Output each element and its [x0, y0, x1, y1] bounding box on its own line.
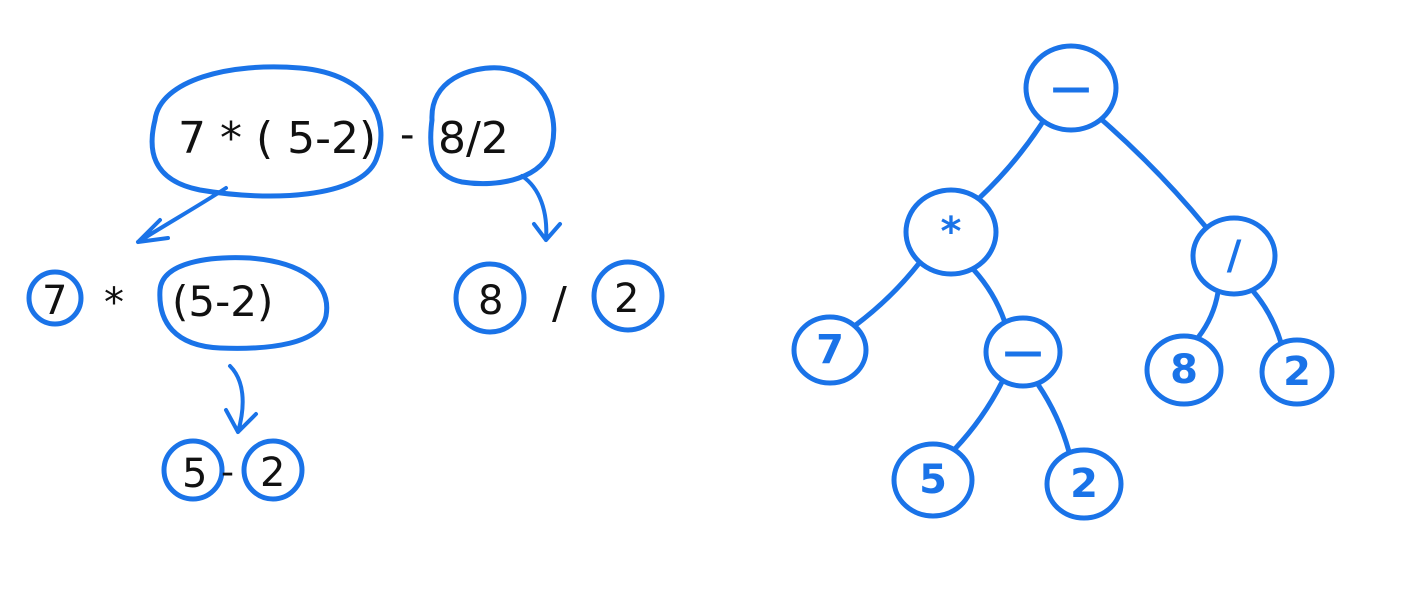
- operand-2-inner: 2: [260, 450, 285, 496]
- tree-node-eight-outline: [1144, 333, 1224, 407]
- tree-node-five: 5: [891, 441, 975, 519]
- tree-edges: [852, 117, 1284, 454]
- tree-node-two-right-label: 2: [1283, 349, 1311, 395]
- operand-paren-group: (5-2): [172, 277, 273, 326]
- operand-7-outline: [26, 269, 84, 327]
- decomposition-diagram: 7 * ( 5-2) - 8/2 7 * (5-2) 8 / 2: [26, 64, 665, 502]
- tree-node-mul-outline: [903, 187, 999, 277]
- tree-edge-div-two-right: [1250, 288, 1284, 345]
- tree-node-minus-label: —: [1003, 329, 1043, 375]
- tree-edge-root-mul: [976, 119, 1046, 201]
- tree-node-eight: 8: [1144, 333, 1224, 407]
- operand-5-outline: [161, 438, 225, 502]
- operand-2-inner-outline: [241, 438, 305, 502]
- right-part-outline: [428, 65, 557, 187]
- operator-multiply: *: [104, 280, 124, 326]
- tree-node-div-label: /: [1227, 233, 1242, 279]
- expression-tree: — * / 7 — 8 2 5 2: [791, 43, 1335, 521]
- tree-node-root: —: [1023, 43, 1119, 133]
- tree-node-mul: *: [903, 187, 999, 277]
- tree-node-two-inner-outline: [1044, 447, 1124, 521]
- inner-expression: 5 - 2: [161, 438, 305, 502]
- operand-2-outline: [591, 259, 665, 333]
- tree-edge-mul-seven: [852, 260, 922, 329]
- tree-node-two-inner-label: 2: [1070, 461, 1098, 507]
- right-branch-expression: 8 / 2: [453, 259, 665, 335]
- tree-edge-minus-two-inner: [1035, 382, 1072, 454]
- operand-8-outline: [453, 261, 527, 335]
- tree-edge-root-div: [1099, 117, 1209, 230]
- expression-left-part: 7 * ( 5-2): [178, 113, 376, 164]
- operand-7: 7: [42, 278, 67, 324]
- tree-edge-div-eight: [1195, 290, 1221, 340]
- left-part-outline: [149, 64, 384, 199]
- tree-node-two-right-outline: [1259, 337, 1335, 407]
- tree-node-root-outline: [1023, 43, 1119, 133]
- expression-right-part: 8/2: [438, 113, 509, 164]
- left-branch-expression: 7 * (5-2): [26, 255, 330, 351]
- expression-operator: -: [400, 112, 414, 158]
- tree-node-seven: 7: [791, 314, 869, 386]
- tree-node-two-inner: 2: [1044, 447, 1124, 521]
- operand-8: 8: [478, 278, 503, 324]
- arrow-to-left-branch: [136, 186, 228, 244]
- operator-divide: /: [552, 278, 567, 329]
- tree-node-div: /: [1190, 215, 1278, 297]
- tree-node-minus: —: [983, 315, 1063, 389]
- operand-2: 2: [614, 276, 639, 322]
- tree-node-five-outline: [891, 441, 975, 519]
- full-expression: 7 * ( 5-2) - 8/2: [149, 64, 557, 199]
- operand-paren-outline: [157, 255, 330, 351]
- tree-node-div-outline: [1190, 215, 1278, 297]
- operand-5: 5: [182, 451, 207, 497]
- tree-node-two-right: 2: [1259, 337, 1335, 407]
- operator-minus-inner: -: [221, 452, 234, 493]
- tree-node-mul-label: *: [941, 209, 962, 255]
- tree-node-minus-outline: [983, 315, 1063, 389]
- tree-node-five-label: 5: [919, 457, 947, 503]
- arrow-to-right-branch: [520, 174, 562, 242]
- tree-edge-mul-minus: [971, 267, 1007, 324]
- tree-node-eight-label: 8: [1170, 347, 1198, 393]
- tree-node-seven-outline: [791, 314, 869, 386]
- tree-node-root-label: —: [1051, 65, 1091, 111]
- arrow-to-inner-expression: [224, 364, 258, 434]
- tree-edge-minus-five: [952, 378, 1005, 452]
- tree-node-seven-label: 7: [816, 327, 844, 373]
